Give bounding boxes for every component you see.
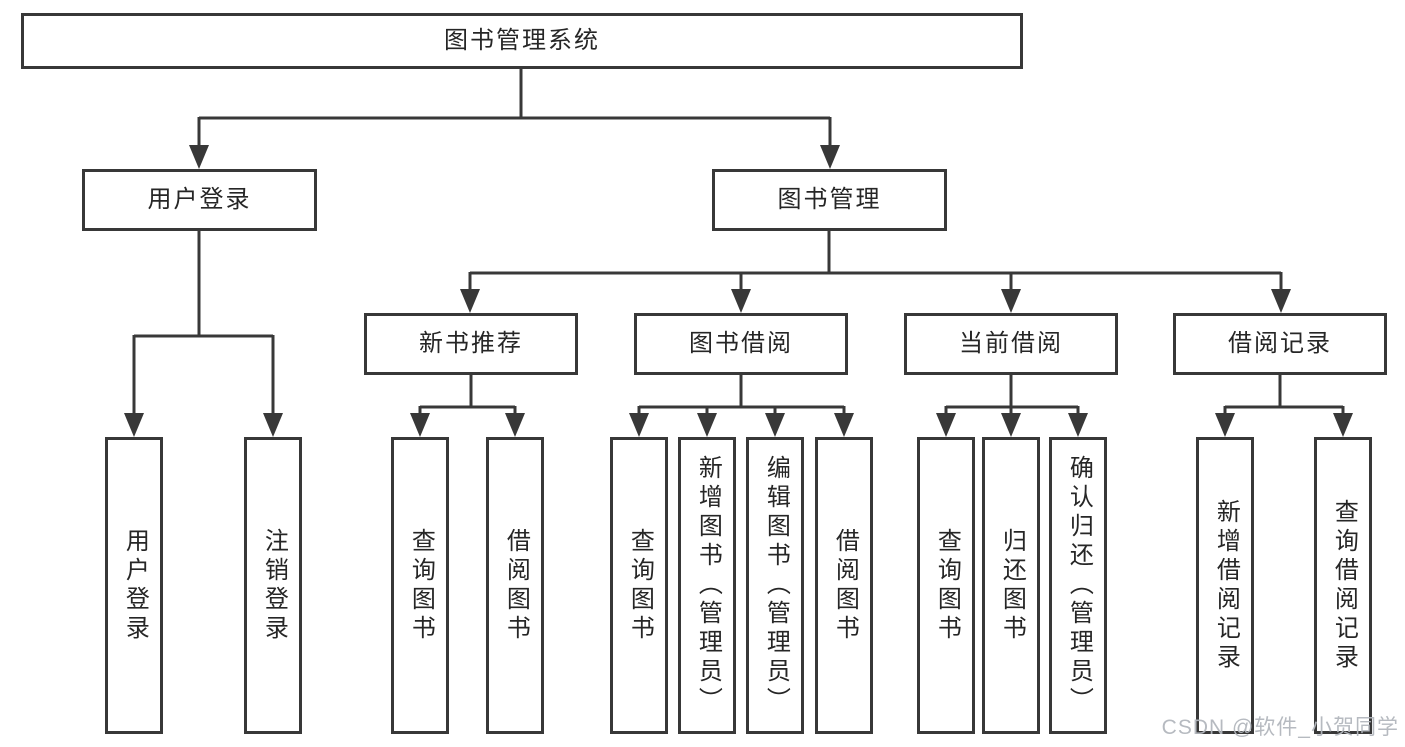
leaf-query-books-current: 查询图书 [917,437,975,734]
node-book-borrowing: 图书借阅 [634,313,848,375]
leaf-label: 用户登录 [121,527,149,644]
leaf-label: 归还图书 [998,527,1026,644]
csdn-watermark: CSDN @软件_小贺同学 [1161,716,1399,739]
node-label: 借阅记录 [1228,329,1332,357]
node-library-management-system: 图书管理系统 [21,13,1023,69]
leaf-label: 查询图书 [933,527,961,644]
leaf-label: 编辑图书（管理员） [762,455,790,716]
leaf-user-login: 用户登录 [105,437,163,734]
node-user-login: 用户登录 [82,169,317,231]
node-new-book-recommend: 新书推荐 [364,313,578,375]
leaf-label: 借阅图书 [502,527,530,644]
leaf-query-borrow-record: 查询借阅记录 [1314,437,1372,734]
node-label: 图书管理 [777,185,882,213]
leaf-confirm-return-admin: 确认归还（管理员） [1049,437,1107,734]
leaf-return-books: 归还图书 [982,437,1040,734]
node-book-management: 图书管理 [712,169,947,231]
leaf-borrow-books: 借阅图书 [815,437,873,734]
node-label: 当前借阅 [959,329,1063,357]
leaf-add-book-admin: 新增图书（管理员） [678,437,736,734]
node-current-borrowing: 当前借阅 [904,313,1118,375]
node-label: 新书推荐 [419,329,523,357]
node-label: 图书借阅 [689,329,793,357]
leaf-add-borrow-record: 新增借阅记录 [1196,437,1254,734]
leaf-logout: 注销登录 [244,437,302,734]
leaf-label: 确认归还（管理员） [1065,455,1093,716]
leaf-edit-book-admin: 编辑图书（管理员） [746,437,804,734]
leaf-label: 查询图书 [626,527,654,644]
leaf-label: 新增借阅记录 [1212,498,1240,673]
leaf-label: 查询借阅记录 [1330,498,1358,673]
node-label: 用户登录 [147,185,252,213]
arrowhead-icons [124,145,1353,437]
leaf-query-books-borrow: 查询图书 [610,437,668,734]
leaf-borrow-books-recommend: 借阅图书 [486,437,544,734]
leaf-label: 借阅图书 [831,527,859,644]
node-label: 图书管理系统 [444,26,600,54]
leaf-query-books-recommend: 查询图书 [391,437,449,734]
leaf-label: 注销登录 [260,527,288,644]
leaf-label: 查询图书 [407,527,435,644]
node-borrowing-records: 借阅记录 [1173,313,1387,375]
leaf-label: 新增图书（管理员） [694,455,722,716]
